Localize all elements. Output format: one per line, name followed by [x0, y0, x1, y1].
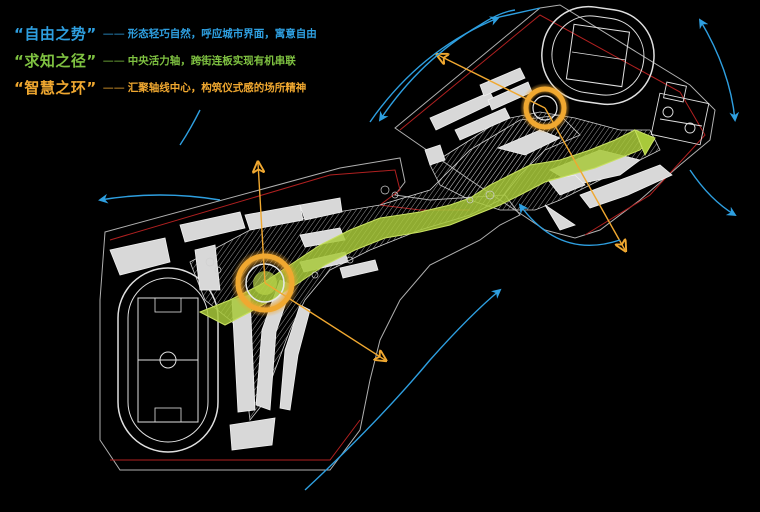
ceremonial-axes-orange [258, 55, 625, 360]
legend-row-wisdom: “智慧之环” —— 汇聚轴线中心，构筑仪式感的场所精神 [14, 74, 317, 101]
landscape-details [205, 185, 495, 279]
sports-courts [650, 81, 710, 146]
legend-desc-wisdom: 汇聚轴线中心，构筑仪式感的场所精神 [127, 82, 307, 94]
freedom-arrows-blue [98, 7, 740, 491]
running-track-east [541, 5, 655, 106]
legend-title-freedom: “自由之势” [14, 25, 97, 43]
legend-row-freedom: “自由之势” —— 形态轻巧自然，呼应城市界面，寓意自由 [14, 20, 317, 47]
legend-row-knowledge: “求知之径” —— 中央活力轴，跨街连板实现有机串联 [14, 47, 317, 74]
running-track-west [117, 267, 219, 453]
legend-title-wisdom: “智慧之环” [14, 79, 97, 97]
legend-dash-wisdom: —— [102, 81, 125, 94]
legend-desc-freedom: 形态轻巧自然，呼应城市界面，寓意自由 [127, 28, 317, 40]
legend-dash-freedom: —— [102, 27, 125, 40]
central-axis-green [198, 129, 656, 326]
legend-desc-knowledge: 中央活力轴，跨街连板实现有机串联 [127, 55, 296, 67]
buildings [109, 67, 673, 451]
legend: “自由之势” —— 形态轻巧自然，呼应城市界面，寓意自由 “求知之径” —— 中… [14, 20, 317, 101]
legend-dash-knowledge: —— [102, 54, 125, 67]
legend-title-knowledge: “求知之径” [14, 52, 97, 70]
